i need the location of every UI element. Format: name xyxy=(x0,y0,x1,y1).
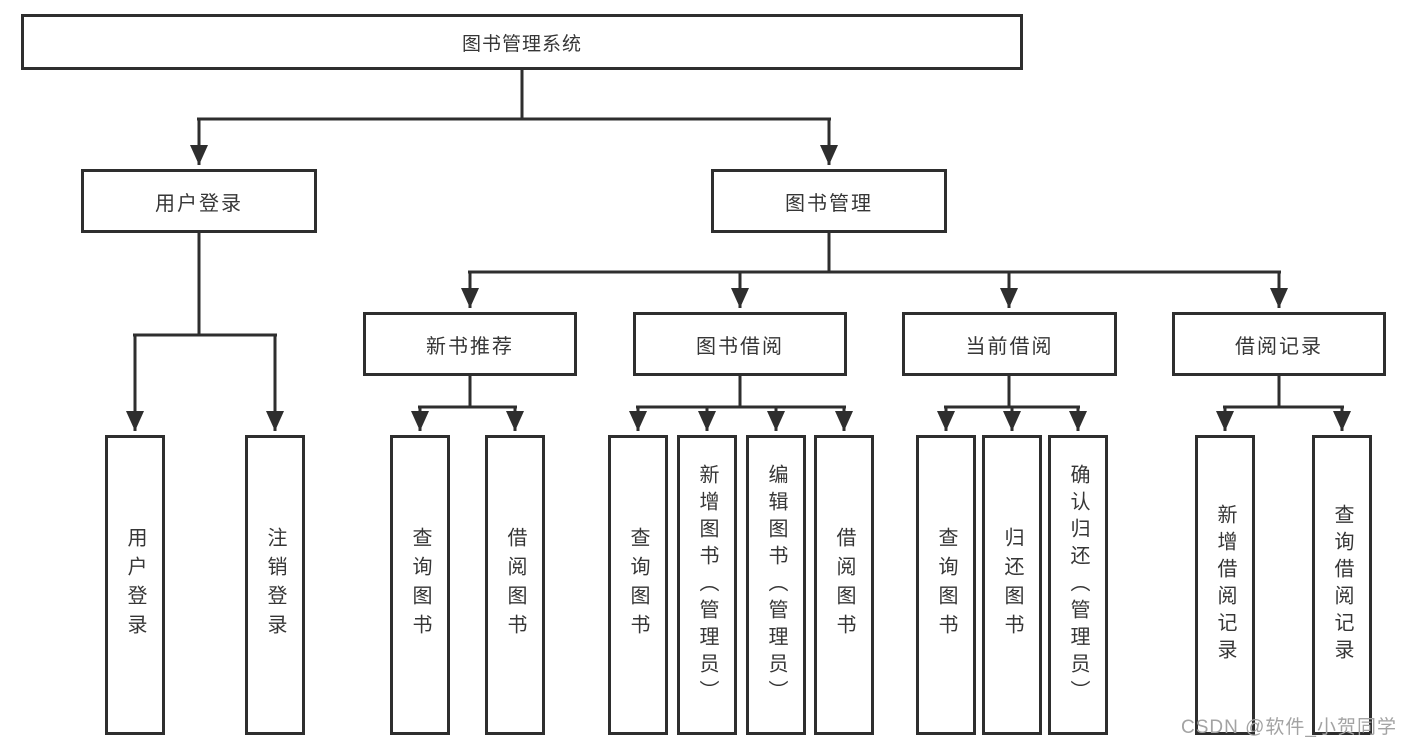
connector-user-login-to-leaves xyxy=(126,233,284,431)
leaf-query-books-borrow: 查询图书 xyxy=(608,435,668,735)
node-current-borrow: 当前借阅 xyxy=(902,312,1117,376)
leaf-borrow-books: 借阅图书 xyxy=(814,435,874,735)
node-borrow-record: 借阅记录 xyxy=(1172,312,1386,376)
leaf-query-books-current: 查询图书 xyxy=(916,435,976,735)
connector-book-borrow-to-leaves xyxy=(629,376,853,431)
csdn-watermark: CSDN @软件_小贺同学 xyxy=(1181,717,1397,738)
connector-root-to-level2 xyxy=(190,70,838,165)
leaf-return-books: 归还图书 xyxy=(982,435,1042,735)
node-new-book-recommend: 新书推荐 xyxy=(363,312,577,376)
leaf-borrow-books-recommend: 借阅图书 xyxy=(485,435,545,735)
connector-new-book-to-leaves xyxy=(411,376,524,431)
connector-borrow-record-to-leaves xyxy=(1216,376,1351,431)
node-user-login: 用户登录 xyxy=(81,169,317,233)
leaf-add-books-admin: 新增图书（管理员） xyxy=(677,435,737,735)
leaf-logout: 注销登录 xyxy=(245,435,305,735)
node-book-management: 图书管理 xyxy=(711,169,947,233)
leaf-edit-books-admin: 编辑图书（管理员） xyxy=(746,435,806,735)
leaf-add-borrow-record: 新增借阅记录 xyxy=(1195,435,1255,735)
leaf-confirm-return-admin: 确认归还（管理员） xyxy=(1048,435,1108,735)
leaf-user-login: 用户登录 xyxy=(105,435,165,735)
connector-book-mgmt-to-level3 xyxy=(461,233,1288,308)
leaf-query-books-recommend: 查询图书 xyxy=(390,435,450,735)
leaf-query-borrow-record: 查询借阅记录 xyxy=(1312,435,1372,735)
connector-current-borrow-to-leaves xyxy=(937,376,1087,431)
node-book-borrow: 图书借阅 xyxy=(633,312,847,376)
node-library-management-system: 图书管理系统 xyxy=(21,14,1023,70)
